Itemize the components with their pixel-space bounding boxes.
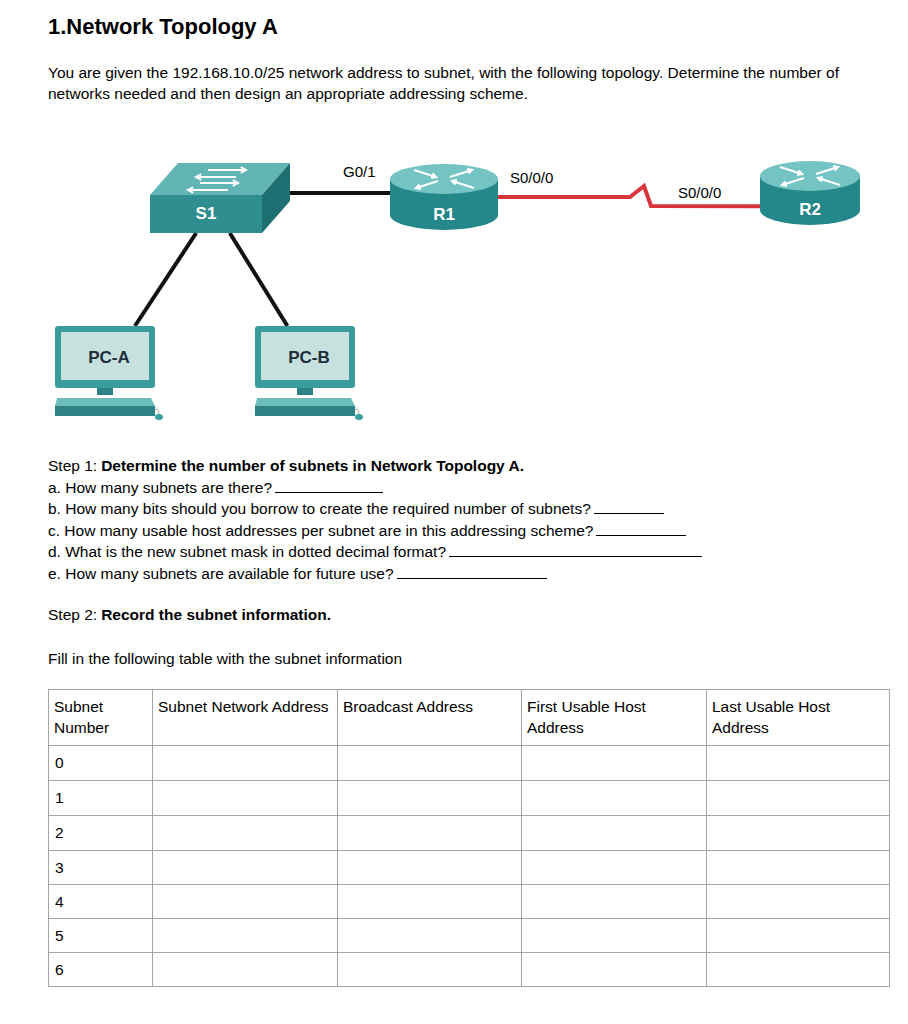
device-label: S1	[196, 204, 217, 224]
text-line: c. How many usable host addresses per su…	[48, 520, 686, 541]
pc-icon: PC-A	[55, 326, 163, 422]
table-cell: 4	[55, 891, 64, 912]
table-cell: 1	[55, 787, 64, 808]
ethernet-link	[230, 233, 288, 326]
pc-icon	[255, 326, 363, 422]
switch-icon	[150, 163, 290, 233]
body-text: c. How many usable host addresses per su…	[48, 522, 593, 539]
interface-label: G0/1	[343, 161, 376, 182]
table-cell: 5	[55, 925, 64, 946]
table-header: Subnet Network Address	[158, 696, 331, 717]
text-line: a. How many subnets are there?	[48, 477, 383, 498]
text-line: Fill in the following table with the sub…	[48, 648, 402, 669]
ethernet-link	[135, 233, 196, 326]
pc-icon: PC-B	[255, 326, 363, 422]
pc-icon	[55, 326, 163, 422]
answer-blank	[449, 541, 702, 557]
body-text: Fill in the following table with the sub…	[48, 650, 402, 667]
device-label: R1	[433, 205, 455, 225]
step-heading: Determine the number of subnets in Netwo…	[101, 457, 524, 474]
body-text: d. What is the new subnet mask in dotted…	[48, 543, 446, 560]
text-line: You are given the 192.168.10.0/25 networ…	[48, 62, 898, 104]
device-label: PC-A	[88, 348, 130, 368]
text-line: b. How many bits should you borrow to cr…	[48, 498, 664, 519]
answer-blank	[594, 498, 664, 514]
device-label: PC-B	[288, 348, 330, 368]
answer-blank	[397, 563, 547, 579]
device-label: R2	[799, 200, 821, 220]
body-text: a. How many subnets are there?	[48, 479, 272, 496]
body-text: Step 2:	[48, 606, 97, 623]
table-cell: 6	[55, 959, 64, 980]
text-line: d. What is the new subnet mask in dotted…	[48, 541, 702, 562]
text-line: Step 2:Record the subnet information.	[48, 604, 331, 625]
router-icon: R1	[390, 163, 498, 231]
body-text: e. How many subnets are available for fu…	[48, 565, 394, 582]
table-cell: 3	[55, 857, 64, 878]
step-heading: Record the subnet information.	[101, 606, 331, 623]
router-icon: R2	[760, 160, 860, 226]
answer-blank	[275, 477, 383, 493]
table-header: Broadcast Address	[343, 696, 515, 717]
text-line: e. How many subnets are available for fu…	[48, 563, 547, 584]
page-title: 1.Network Topology A	[48, 14, 278, 40]
ethernet-link	[290, 191, 390, 195]
switch-icon: S1	[150, 163, 290, 233]
text-line: Step 1:Determine the number of subnets i…	[48, 455, 524, 476]
body-text: You are given the 192.168.10.0/25 networ…	[48, 64, 839, 102]
body-text: b. How many bits should you borrow to cr…	[48, 500, 591, 517]
table-cell: 2	[55, 822, 64, 843]
interface-label: S0/0/0	[510, 167, 553, 188]
table-header: Subnet Number	[54, 696, 146, 738]
interface-label: S0/0/0	[678, 182, 721, 203]
table-header: First Usable Host Address	[527, 696, 700, 738]
answer-blank	[596, 520, 686, 536]
body-text: Step 1:	[48, 457, 97, 474]
table-header: Last Usable Host Address	[712, 696, 884, 738]
table-cell: 0	[55, 752, 64, 773]
